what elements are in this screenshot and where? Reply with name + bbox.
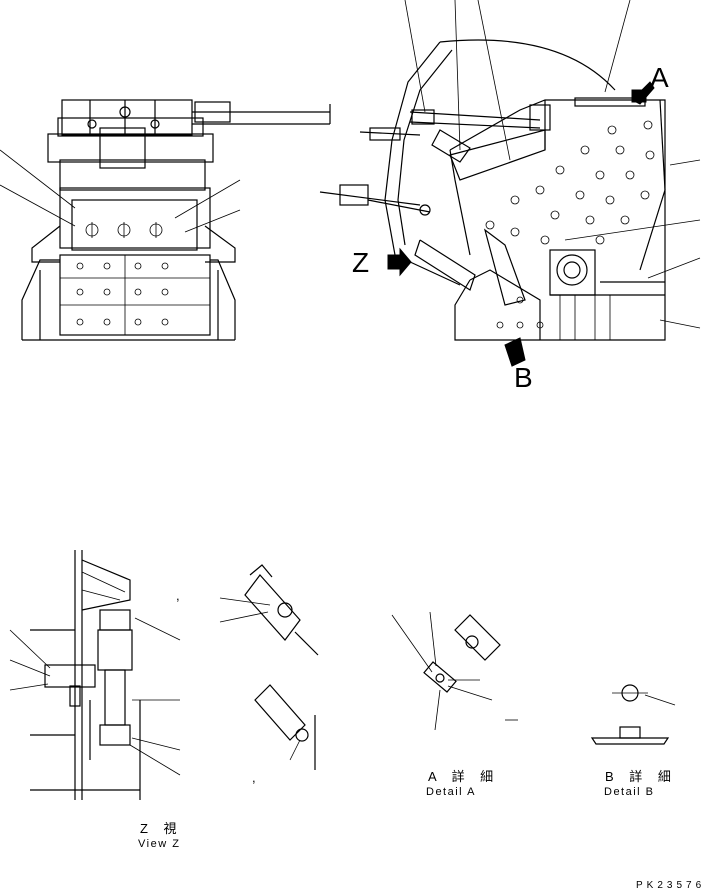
stray-mark: , <box>252 770 256 785</box>
detail-b-caption-en: Detail B <box>604 786 655 798</box>
view-z-caption-jp: Z 視 <box>140 821 183 836</box>
detail-a-caption-en: Detail A <box>426 786 476 798</box>
detail-a-caption-jp: A 詳 細 <box>428 769 500 784</box>
view-z-label: Z <box>352 247 370 278</box>
detail-b-caption-jp: B 詳 細 <box>605 769 677 784</box>
view-b-label: B <box>514 362 533 393</box>
view-a-label: A <box>650 62 669 93</box>
detail-b-sketch <box>590 684 676 745</box>
detail-a-sketch <box>391 611 518 731</box>
pin-sketch-lower <box>254 684 316 770</box>
view-z-caption-en: View Z <box>138 838 181 850</box>
drawing-number: PK23576 <box>636 880 706 891</box>
stray-mark: , <box>176 588 180 603</box>
bolt-pattern <box>485 120 655 329</box>
pin-sketch-upper <box>219 564 319 656</box>
